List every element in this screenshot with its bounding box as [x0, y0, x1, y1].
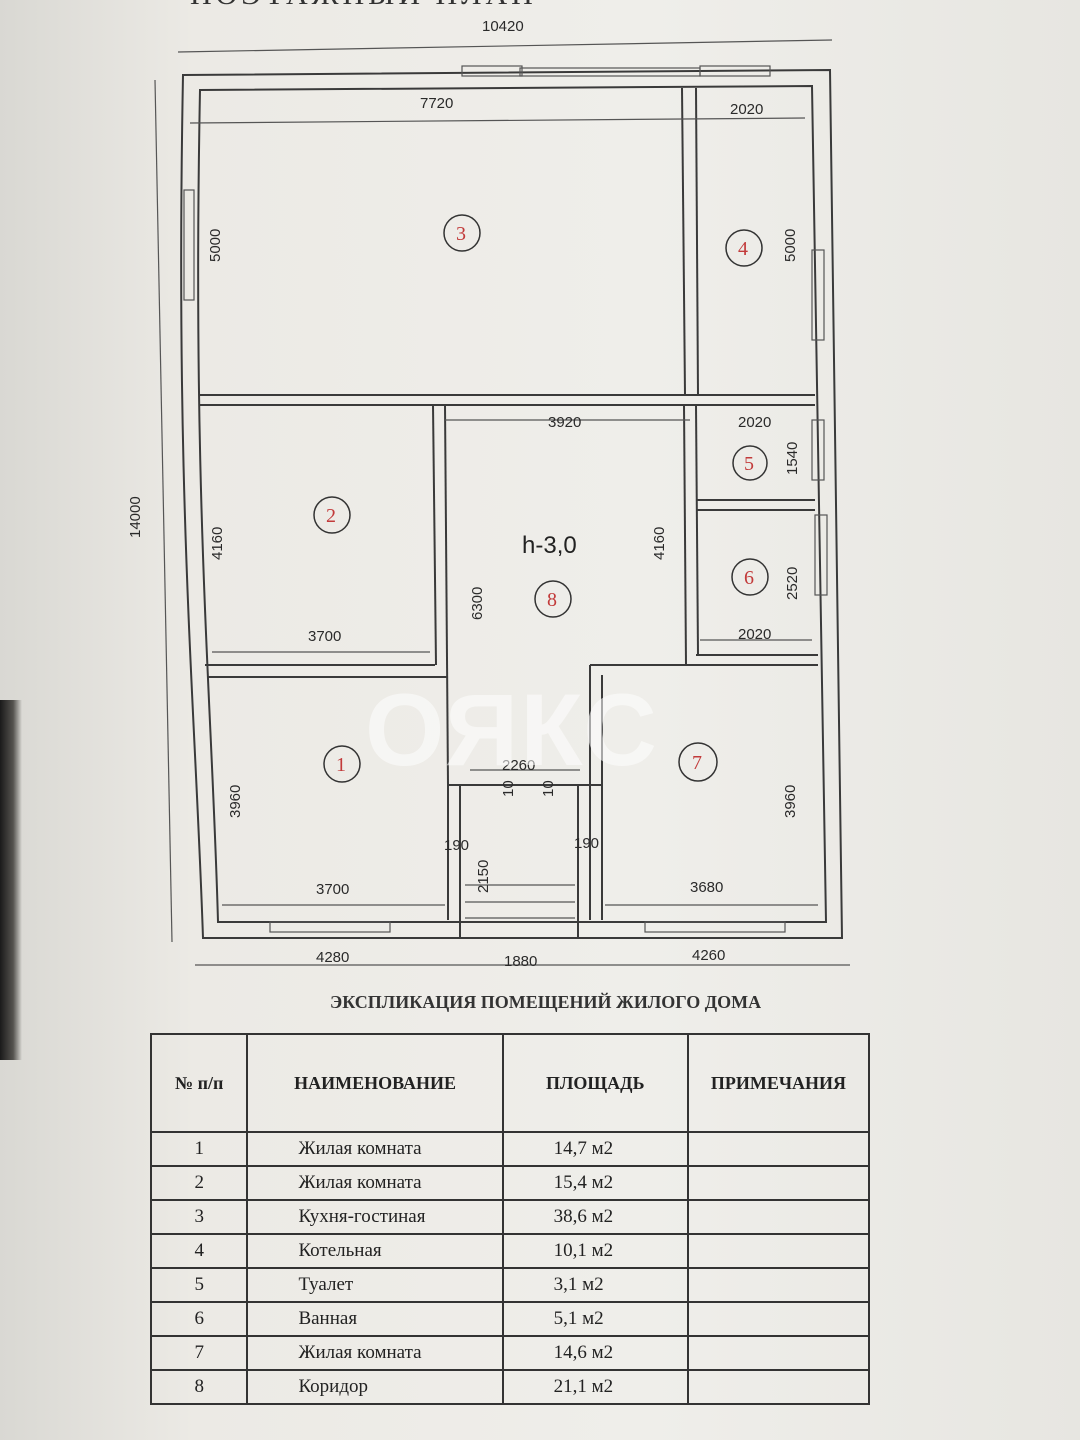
header-area: ПЛОЩАДЬ	[501, 1033, 689, 1133]
dim-room5-width: 2020	[738, 414, 771, 431]
dim-room1-height: 3960	[227, 785, 244, 818]
room-marker-1: 1	[323, 745, 361, 783]
dim-bottom-left: 4280	[316, 949, 349, 966]
outer-wall-inner	[197, 84, 828, 923]
room-marker-7: 7	[678, 742, 718, 782]
dim-opening-left: 10	[500, 780, 517, 797]
dim-room3-width: 7720	[420, 95, 453, 112]
dim-bottom-mid: 1880	[504, 953, 537, 970]
floor-plan: 10420 14000 7720 5000 2020 5000 3920 202…	[127, 18, 850, 970]
room-marker-3: 3	[443, 214, 481, 252]
dim-entrance-width: 2260	[502, 757, 535, 774]
room-marker-6: 6	[731, 558, 769, 596]
dim-porch-depth: 2150	[475, 860, 492, 893]
dim-overall-height: 14000	[127, 496, 144, 538]
svg-text:8: 8	[547, 589, 557, 611]
svg-text:1: 1	[336, 754, 346, 776]
room-marker-2: 2	[313, 496, 351, 534]
explication-title: ЭКСПЛИКАЦИЯ ПОМЕЩЕНИЙ ЖИЛОГО ДОМА	[330, 992, 762, 1012]
room-marker-8: 8	[534, 580, 572, 618]
dim-room5-height: 1540	[784, 442, 801, 475]
dim-room4-width: 2020	[730, 101, 763, 118]
header-number: № п/п	[149, 1033, 249, 1133]
table-header-row: № п/п НАИМЕНОВАНИЕ ПЛОЩАДЬ ПРИМЕЧАНИЯ	[149, 1033, 871, 1133]
svg-text:2: 2	[326, 505, 336, 527]
header-notes: ПРИМЕЧАНИЯ	[686, 1033, 871, 1133]
room-marker-5: 5	[732, 445, 768, 481]
ceiling-height-label: h-3,0	[522, 532, 577, 559]
dim-corridor-height: 4160	[651, 527, 668, 560]
dim-corridor-width: 3920	[548, 414, 581, 431]
dim-room2-height: 4160	[209, 527, 226, 560]
outer-wall-outer	[180, 68, 844, 939]
dim-room4-height: 5000	[782, 229, 799, 262]
dim-room3-height: 5000	[207, 229, 224, 262]
room-marker-4: 4	[725, 229, 763, 267]
dim-corridor-length: 6300	[469, 587, 486, 620]
dim-room1-width: 3700	[316, 881, 349, 898]
svg-text:3: 3	[456, 223, 466, 245]
dim-wall-right: 190	[574, 835, 599, 852]
dim-opening-right: 10	[540, 780, 557, 797]
svg-text:4: 4	[738, 238, 748, 260]
dim-room7-height: 3960	[782, 785, 799, 818]
dim-wall-left: 190	[444, 837, 469, 854]
page-title-cut: ПОЭТАЖНЫЙ ПЛАН	[190, 0, 537, 12]
dim-bottom-right: 4260	[692, 947, 725, 964]
dim-overall-width: 10420	[482, 18, 524, 35]
photo-edge-shadow	[0, 700, 22, 1060]
dim-room6-height: 2520	[784, 567, 801, 600]
svg-text:7: 7	[692, 752, 702, 774]
svg-text:5: 5	[744, 453, 754, 475]
dim-room6-width: 2020	[738, 626, 771, 643]
dim-room2-width: 3700	[308, 628, 341, 645]
header-name: НАИМЕНОВАНИЕ	[246, 1033, 504, 1133]
dim-room7-width: 3680	[690, 879, 723, 896]
svg-text:6: 6	[744, 567, 754, 589]
watermark-logo: ОЯКС	[365, 673, 659, 787]
